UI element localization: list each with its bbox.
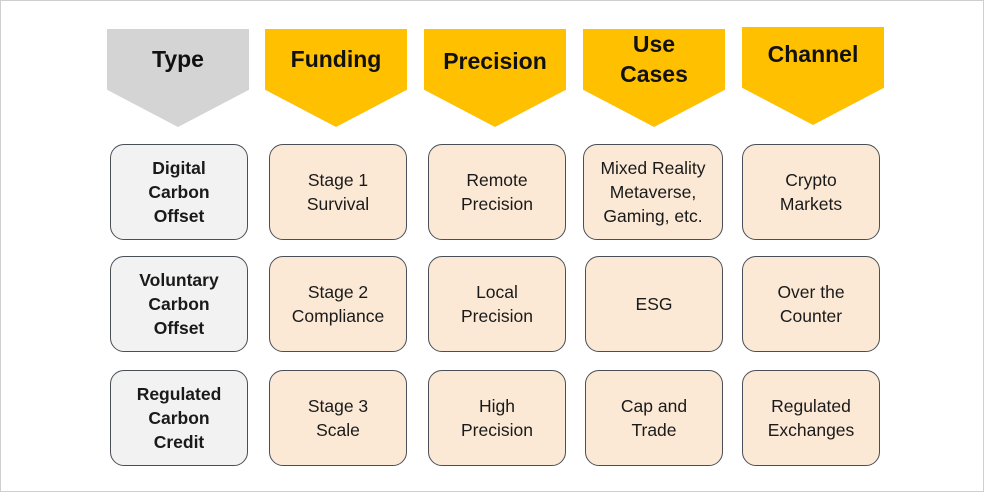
funding-cell-stage-3: Stage 3 Scale [269, 370, 407, 466]
header-channel-label: Channel [767, 41, 859, 67]
type-cell-regulated-carbon-credit: Regulated Carbon Credit [110, 370, 248, 466]
use-case-cell-esg: ESG [585, 256, 723, 352]
header-funding-label: Funding [290, 46, 382, 72]
funding-cell-stage-2: Stage 2 Compliance [269, 256, 407, 352]
channel-cell-regulated-exchanges: Regulated Exchanges [742, 370, 880, 466]
funding-cell-stage-1: Stage 1 Survival [269, 144, 407, 240]
type-cell-voluntary-carbon-offset: Voluntary Carbon Offset [110, 256, 248, 352]
precision-cell-high: High Precision [428, 370, 566, 466]
channel-cell-crypto-markets: Crypto Markets [742, 144, 880, 240]
header-use-cases-label: Use Cases [620, 31, 688, 87]
precision-cell-local: Local Precision [428, 256, 566, 352]
channel-cell-over-the-counter: Over the Counter [742, 256, 880, 352]
type-cell-digital-carbon-offset: Digital Carbon Offset [110, 144, 248, 240]
header-precision-label: Precision [443, 48, 547, 74]
use-case-cell-cap-and-trade: Cap and Trade [585, 370, 723, 466]
precision-cell-remote: Remote Precision [428, 144, 566, 240]
use-case-cell-mixed-reality: Mixed Reality Metaverse, Gaming, etc. [583, 144, 723, 240]
header-type-label: Type [152, 46, 204, 72]
